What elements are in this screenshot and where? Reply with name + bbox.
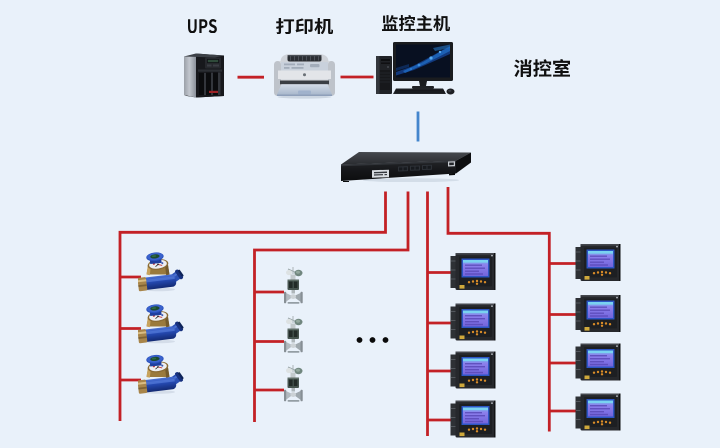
panel-meter-right-2 [575,295,621,333]
printer-device [273,53,336,99]
label-ups: UPS [187,18,217,34]
ellipsis-dots [356,337,389,343]
feeder-meters-right [446,187,551,432]
monitoring-host-device [375,42,455,95]
panel-meter-right-4 [575,393,621,431]
panel-meter-left-3 [450,351,496,389]
signal-valve-2 [283,315,304,354]
feeder-water-meters [118,191,387,421]
water-meter-3 [138,353,185,395]
feeder-valves [253,191,410,422]
panel-meter-left-2 [450,303,496,341]
data-collector-device [341,152,471,182]
ups-device [184,53,224,98]
label-printer: 打印机 [275,17,333,34]
connection-lines [118,75,576,436]
panel-meter-right-3 [575,343,621,381]
signal-valve-1 [283,266,304,305]
label-room: 消控室 [513,58,570,77]
label-monitor: 监控主机 [382,15,450,32]
signal-valve-3 [283,364,304,403]
water-meter-1 [138,251,185,292]
panel-meter-right-1 [575,244,621,282]
panel-meter-left-1 [450,253,496,291]
panel-meter-left-4 [450,400,496,438]
water-meter-2 [138,303,185,344]
